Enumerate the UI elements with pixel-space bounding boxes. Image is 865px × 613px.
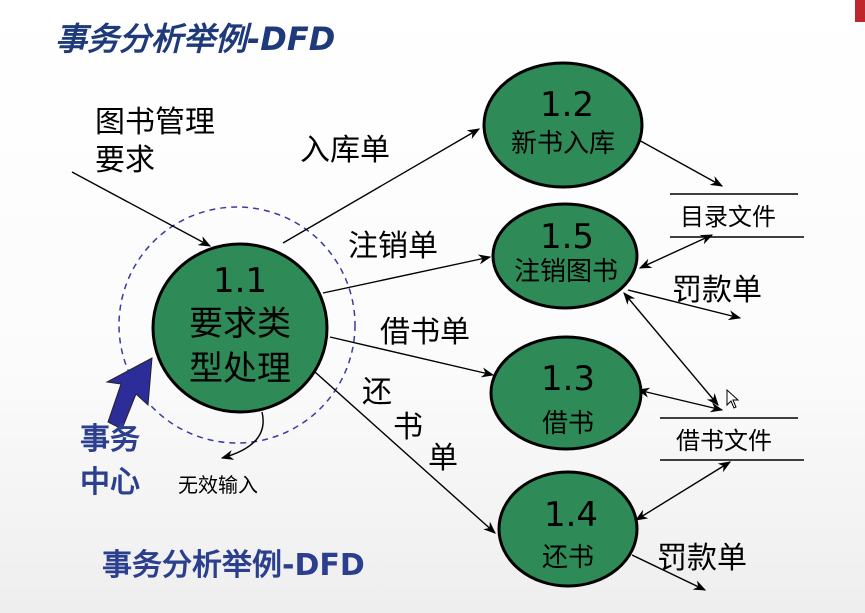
mouse-cursor-icon [726, 388, 740, 409]
flow-label-huanshu-3: 单 [428, 441, 458, 476]
flow-ruku [282, 128, 481, 244]
flow-label-fakuan-2: 罚款单 [657, 541, 747, 576]
flow-input-to-p11 [71, 171, 212, 247]
flow-p14-borrow [634, 461, 732, 521]
process-1-2-name: 新书入库 [511, 129, 615, 159]
bottom-subtitle: 事务分析举例-DFD [102, 548, 365, 583]
flow-label-zhuxiao: 注销单 [348, 229, 438, 264]
flow-p14-fine [631, 554, 707, 591]
transaction-center-boundary [118, 206, 356, 444]
process-1-3 [489, 335, 643, 451]
page-title: 事务分析举例-DFD [55, 20, 335, 58]
flow-zhuxiao [322, 254, 492, 294]
flow-p15-borrow [623, 292, 719, 406]
process-1-2 [482, 61, 644, 189]
flow-huanshu [314, 371, 496, 534]
input-label-line2: 要求 [95, 143, 155, 178]
flow-label-jieshu: 借书单 [380, 315, 470, 350]
process-1-1 [151, 242, 329, 414]
process-1-4-name: 还书 [542, 543, 594, 573]
flow-invalid [220, 411, 264, 460]
process-1-5-name: 注销图书 [514, 257, 618, 287]
flow-p15-catalog [638, 234, 714, 269]
flow-label-ruku: 入库单 [300, 133, 390, 168]
process-1-2-number: 1.2 [540, 85, 594, 125]
flow-p12-to-catalog [636, 138, 724, 187]
center-label-line1: 事务 [80, 422, 140, 457]
process-1-4-number: 1.4 [544, 495, 598, 535]
process-1-1-name-line1: 要求类 [189, 304, 291, 344]
process-1-5-number: 1.5 [540, 217, 594, 257]
store-catalog-label: 目录文件 [680, 203, 776, 231]
center-label-line2: 中心 [80, 465, 140, 500]
corner-marker [855, 0, 865, 22]
flow-label-fakuan-1: 罚款单 [672, 273, 762, 308]
flow-jieshu [329, 336, 495, 378]
process-1-1-number: 1.1 [213, 261, 267, 301]
process-1-4 [497, 470, 639, 588]
transaction-center-arrow-icon [105, 357, 153, 430]
flow-label-huanshu-2: 书 [393, 410, 423, 445]
process-1-5 [491, 202, 639, 310]
process-1-3-number: 1.3 [541, 359, 595, 399]
store-borrow-label: 借书文件 [676, 427, 772, 455]
flow-label-huanshu-1: 还 [362, 375, 392, 410]
flow-label-invalid: 无效输入 [178, 473, 258, 497]
input-label-line1: 图书管理 [95, 105, 215, 140]
process-1-3-name: 借书 [542, 409, 594, 439]
process-1-1-name-line2: 型处理 [189, 349, 291, 389]
flow-p13-borrow [636, 387, 724, 413]
